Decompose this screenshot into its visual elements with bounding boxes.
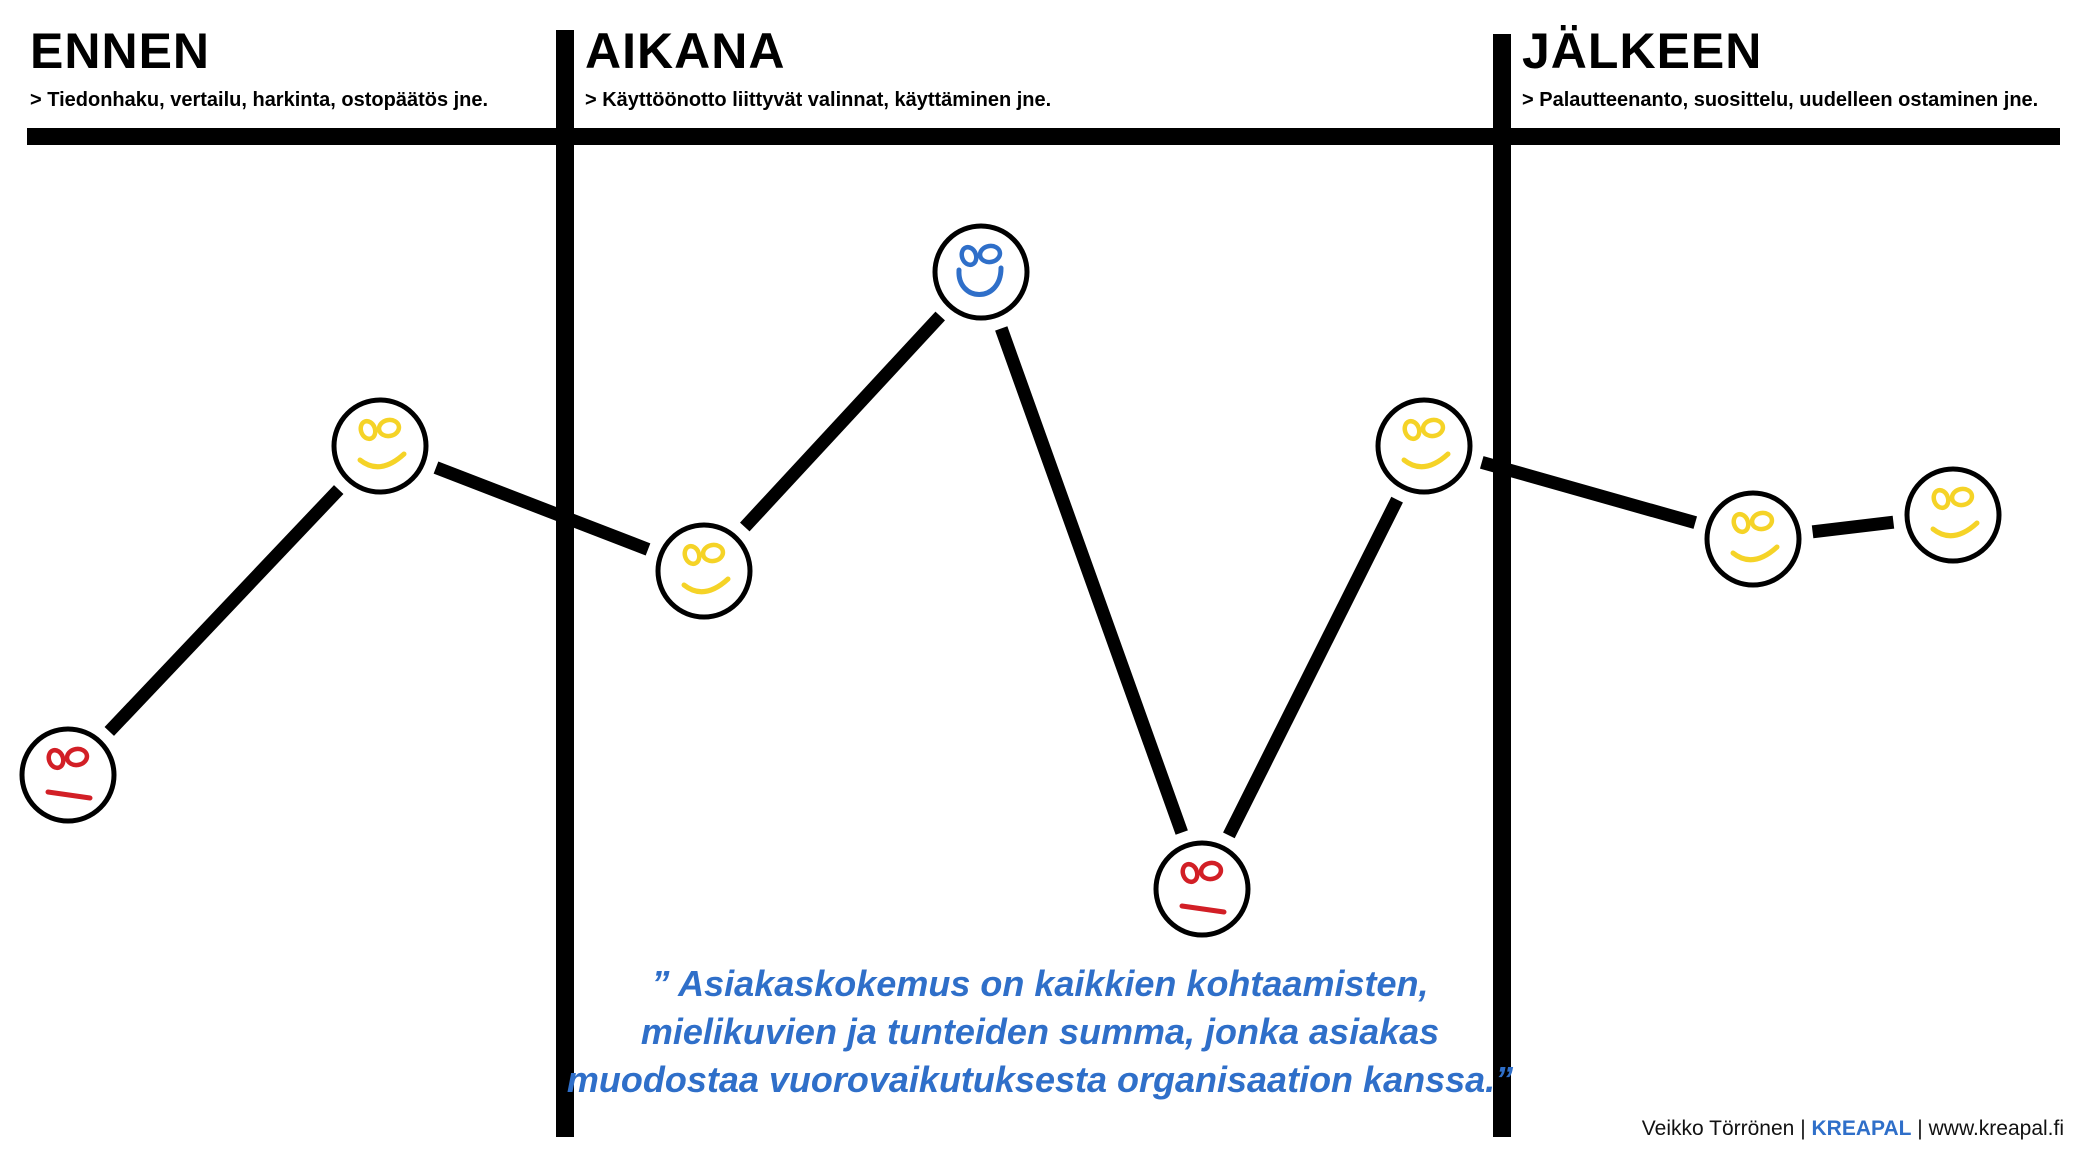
sad-face-icon (19, 726, 117, 824)
journey-segment (995, 326, 1188, 835)
journey-segment (104, 485, 344, 736)
phase-divider (1493, 34, 1511, 1137)
phase-title: JÄLKEEN (1522, 23, 1763, 79)
phase-before: ENNEN > Tiedonhaku, vertailu, harkinta, … (30, 24, 488, 112)
very-happy-face-icon (932, 223, 1030, 321)
happy-face-icon (1904, 466, 2002, 564)
journey-segment (1479, 456, 1698, 529)
timeline-bar (27, 128, 2060, 145)
phase-divider (556, 30, 574, 1137)
happy-face-icon (1375, 397, 1473, 495)
journey-segment (1223, 496, 1403, 839)
phase-subtitle: > Tiedonhaku, vertailu, harkinta, ostopä… (30, 89, 489, 111)
journey-line (104, 311, 1895, 839)
happy-face-icon (655, 522, 753, 620)
phase-after: JÄLKEEN > Palautteenanto, suosittelu, uu… (1522, 24, 2038, 112)
sad-face-icon (1153, 840, 1251, 938)
footer-credit: Veikko Törrönen | KREAPAL | www.kreapal.… (1642, 1117, 2064, 1141)
footer-url: www.kreapal.fi (1928, 1117, 2064, 1140)
journey-segment (1811, 515, 1895, 539)
footer-separator: | (1800, 1117, 1806, 1140)
footer-separator: | (1917, 1117, 1923, 1140)
footer-brand: KREAPAL (1811, 1117, 1912, 1140)
phase-title: ENNEN (30, 23, 211, 79)
phase-subtitle: > Palautteenanto, suosittelu, uudelleen … (1522, 89, 2039, 111)
quote-text: ” Asiakaskokemus on kaikkien kohtaamiste… (566, 963, 1514, 1100)
journey-points (19, 223, 2002, 938)
phase-subtitle: > Käyttöönotto liittyvät valinnat, käytt… (585, 89, 1052, 111)
happy-face-icon (331, 397, 429, 495)
happy-face-icon (1704, 490, 1802, 588)
phase-during: AIKANA > Käyttöönotto liittyvät valinnat… (585, 24, 1051, 112)
journey-segment (740, 311, 945, 532)
phase-title: AIKANA (585, 23, 786, 79)
journey-segment (433, 461, 651, 556)
footer-author: Veikko Törrönen (1641, 1117, 1795, 1140)
